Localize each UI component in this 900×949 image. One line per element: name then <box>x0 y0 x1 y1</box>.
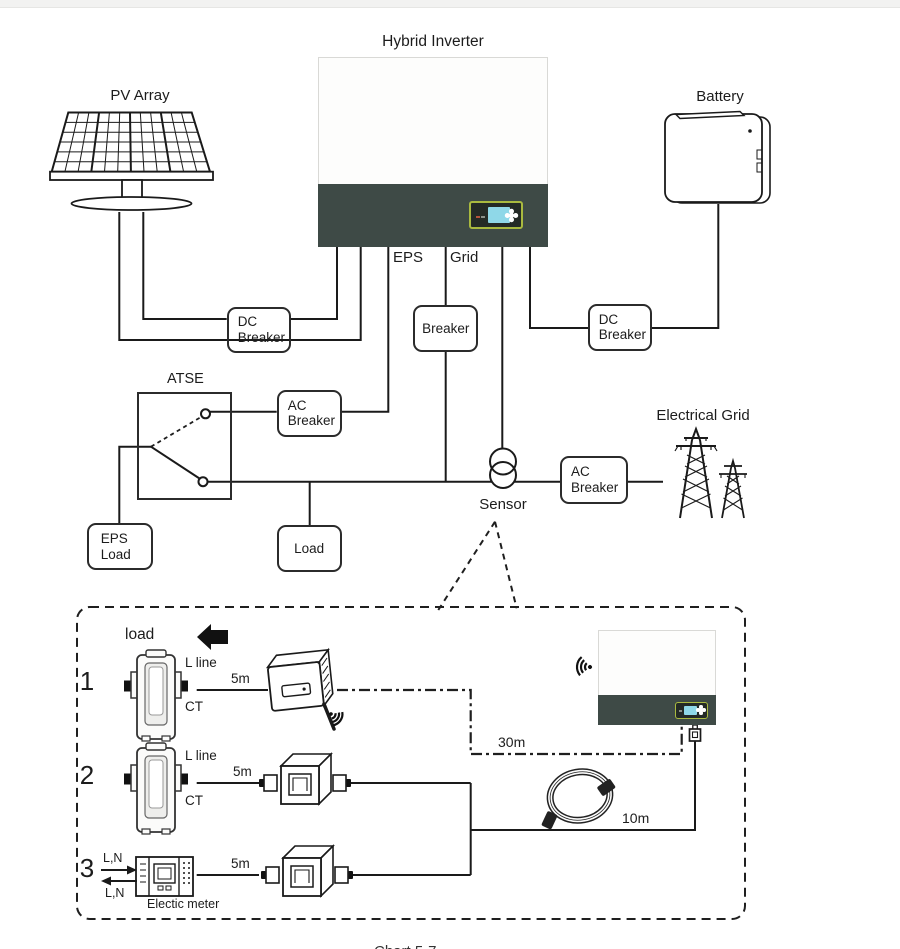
wireless-30m-path <box>337 688 683 756</box>
sensor-callout-funnel <box>437 521 518 611</box>
sensor-label: Sensor <box>479 496 527 513</box>
row2-number: 2 <box>79 760 95 790</box>
dc-breaker-battery-box[interactable]: DC Breaker <box>587 304 653 351</box>
eps-port-label: EPS <box>393 249 424 266</box>
atse-box[interactable] <box>136 392 233 500</box>
figure-caption: Chart 5-7 <box>374 943 437 949</box>
row1-ct-label: CT <box>185 699 203 714</box>
nav-buttons-icon[interactable] <box>509 212 514 218</box>
row3-distance-label: 5m <box>231 856 250 871</box>
row3-ln-in-label: L,N <box>103 851 123 865</box>
usb-cable-icon <box>541 768 616 830</box>
ct-clamp-row1-icon <box>124 649 188 742</box>
mini-status-led <box>679 709 682 712</box>
top-strip <box>0 0 900 8</box>
ct-clamp-row2-icon <box>124 742 188 835</box>
inverter-display <box>469 201 523 229</box>
status-led <box>476 216 480 218</box>
row1-distance-label: 5m <box>231 671 250 686</box>
grid-breaker-box[interactable]: Breaker <box>413 305 479 352</box>
solid-wires <box>118 204 720 876</box>
wifi-icon <box>329 711 344 727</box>
row3-meter-label: Electic meter <box>147 897 220 911</box>
sensor-detail-dashed-box <box>76 606 746 920</box>
row2-ct-label: CT <box>185 793 203 808</box>
mini-nav-buttons-icon[interactable] <box>699 708 703 712</box>
rj45-coupler-row3-icon <box>261 844 353 898</box>
row3-number: 3 <box>79 853 95 883</box>
dc-breaker-pv-box[interactable]: DC Breaker <box>226 306 291 353</box>
page-title: Hybrid Inverter <box>382 33 484 50</box>
hybrid-inverter-body <box>318 57 548 184</box>
status-led2 <box>481 216 485 218</box>
electric-meter-icon <box>135 856 194 897</box>
battery-label: Battery <box>696 88 744 105</box>
atse-contacts <box>197 408 211 488</box>
row3-ln-out-label: L,N <box>105 886 125 900</box>
ac-breaker-grid-box[interactable]: AC Breaker <box>560 455 628 504</box>
dashed-lines <box>76 416 746 920</box>
electrical-grid-label: Electrical Grid <box>656 407 750 424</box>
rj45-coupler-row2-icon <box>259 752 351 806</box>
wifi-icon <box>575 656 592 677</box>
battery-icon <box>664 110 771 204</box>
lcd-screen <box>488 207 510 223</box>
atse-label: ATSE <box>167 371 204 387</box>
eps-load-box[interactable]: EPS Load <box>86 523 154 571</box>
wireless-distance-label: 30m <box>498 734 526 750</box>
meter-ln-arrows <box>101 865 137 886</box>
wireless-ct-transmitter-icon <box>265 647 344 731</box>
ac-breaker-eps-box[interactable]: AC Breaker <box>276 390 342 437</box>
pv-array-label: PV Array <box>110 87 170 104</box>
sensor-icon <box>489 447 517 489</box>
mini-inverter-display <box>675 702 708 719</box>
grid-port-label: Grid <box>450 249 479 266</box>
mini-inverter-body <box>598 630 716 695</box>
atse-open-contact <box>150 416 202 448</box>
row2-distance-label: 5m <box>233 764 252 779</box>
pv-array-icon <box>49 111 214 211</box>
mini-lcd-screen <box>684 705 697 715</box>
load-box[interactable]: Load <box>276 525 342 572</box>
load-arrow-label: load <box>125 626 155 643</box>
load-direction-arrow-icon <box>197 624 228 650</box>
cable-distance-label: 10m <box>622 810 650 826</box>
row1-number: 1 <box>79 666 95 696</box>
row1-wire-label: L line <box>185 655 217 670</box>
electrical-grid-towers-icon <box>674 426 747 519</box>
row2-wire-label: L line <box>185 748 217 763</box>
usb-connector-icon <box>688 724 702 742</box>
